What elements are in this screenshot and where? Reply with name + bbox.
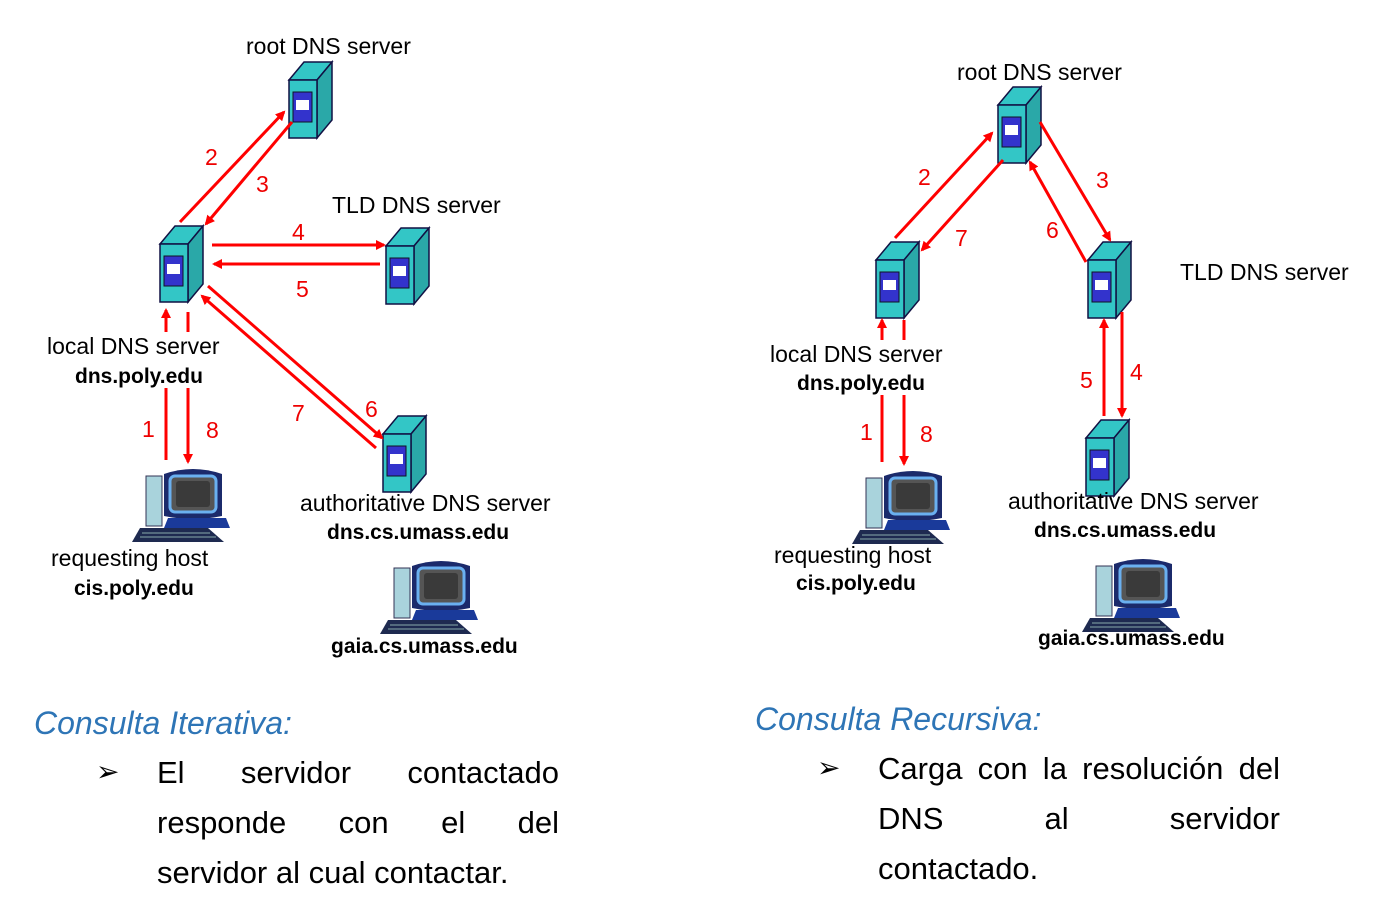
recursive-description: Carga con la resolución del DNS al servi…: [878, 744, 1280, 894]
arrow-7: [200, 294, 377, 450]
local-server-host: dns.poly.edu: [797, 372, 925, 395]
step-7: 7: [955, 225, 968, 251]
arrow-2: [178, 110, 286, 224]
local-server-label: local DNS server: [770, 341, 943, 367]
arrow-6: [1028, 160, 1088, 263]
local-server-host: dns.poly.edu: [75, 365, 203, 388]
arrow-6: [207, 284, 384, 440]
root-server-label: root DNS server: [957, 59, 1122, 85]
step-2: 2: [918, 164, 931, 190]
root-server-icon: [288, 61, 333, 139]
tld-server-icon: [385, 227, 430, 305]
step-2: 2: [205, 144, 218, 170]
tld-server-icon: [1087, 241, 1132, 319]
gaia-host-name: gaia.cs.umass.edu: [331, 635, 518, 658]
bullet-icon: ➢: [817, 752, 841, 783]
step-1: 1: [142, 416, 155, 442]
step-4: 4: [292, 219, 305, 245]
requesting-host-name: cis.poly.edu: [796, 572, 916, 595]
text-line: Carga con la resolución del: [878, 751, 1280, 786]
text-line: servidor al cual contactar.: [157, 855, 509, 890]
requesting-host-computer-icon: [850, 469, 952, 546]
arrow-3: [1038, 121, 1112, 242]
text-line: DNS al servidor: [878, 801, 1280, 836]
step-5: 5: [1080, 367, 1093, 393]
step-6: 6: [1046, 217, 1059, 243]
auth-server-label: authoritative DNS server: [300, 490, 551, 516]
root-server-icon: [997, 86, 1042, 164]
text-line: El servidor contactado: [157, 755, 559, 790]
local-server-icon: [875, 241, 920, 319]
gaia-host-name: gaia.cs.umass.edu: [1038, 627, 1225, 650]
step-3: 3: [1096, 167, 1109, 193]
arrow-2: [893, 131, 994, 240]
local-server-label: local DNS server: [47, 333, 220, 359]
step-3: 3: [256, 171, 269, 197]
step-5: 5: [296, 276, 309, 302]
auth-server-label: authoritative DNS server: [1008, 488, 1259, 514]
auth-server-icon: [382, 415, 427, 493]
tld-server-label: TLD DNS server: [1180, 259, 1349, 285]
requesting-host-label: requesting host: [774, 542, 932, 568]
iterative-title: Consulta Iterativa:: [34, 705, 292, 741]
step-8: 8: [920, 421, 933, 447]
step-7: 7: [292, 400, 305, 426]
text-line: responde con el del: [157, 805, 559, 840]
recursive-diagram: 1 2 3 4 5 6 7 8 root DNS server TLD DNS …: [770, 59, 1349, 650]
step-6: 6: [365, 396, 378, 422]
requesting-host-name: cis.poly.edu: [74, 577, 194, 600]
recursive-title: Consulta Recursiva:: [755, 701, 1042, 737]
step-8: 8: [206, 417, 219, 443]
bullet-icon: ➢: [96, 756, 120, 787]
text-line: contactado.: [878, 851, 1039, 886]
auth-server-host: dns.cs.umass.edu: [1034, 519, 1216, 542]
tld-server-label: TLD DNS server: [332, 192, 501, 218]
iterative-diagram: 1 2 3 4 5 6 7 8 root DNS server TLD DNS …: [47, 33, 551, 658]
root-server-label: root DNS server: [246, 33, 411, 59]
iterative-description: El servidor contactado responde con el d…: [157, 748, 559, 898]
arrow-3: [204, 121, 294, 226]
requesting-host-computer-icon: [130, 467, 232, 544]
arrow-7: [920, 158, 1005, 252]
requesting-host-label: requesting host: [51, 545, 209, 571]
gaia-computer-icon: [378, 559, 480, 636]
auth-server-icon: [1085, 419, 1130, 497]
auth-server-host: dns.cs.umass.edu: [327, 521, 509, 544]
gaia-computer-icon: [1080, 557, 1182, 634]
step-4: 4: [1130, 359, 1143, 385]
step-1: 1: [860, 419, 873, 445]
local-server-icon: [159, 225, 204, 303]
